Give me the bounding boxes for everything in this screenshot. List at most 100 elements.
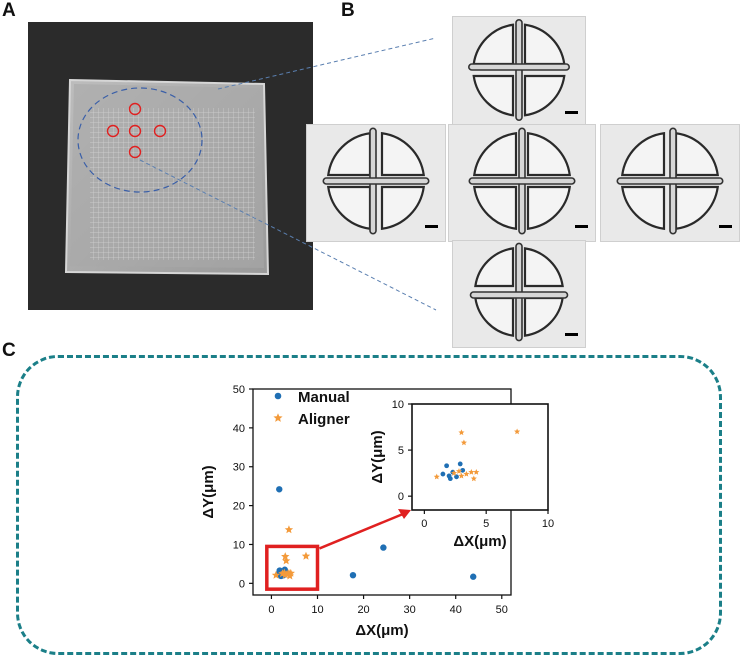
scale-bar <box>719 225 732 228</box>
point-aligner <box>301 551 311 560</box>
target-circles <box>106 102 167 159</box>
chamber <box>620 131 666 177</box>
micrograph-right <box>600 124 740 242</box>
x-tick-label: 50 <box>496 604 508 616</box>
main-y-axis-label: ΔY(μm) <box>200 465 217 518</box>
inset-point-manual <box>454 474 459 480</box>
scale-bar <box>565 111 578 114</box>
inset-point-manual <box>440 471 446 477</box>
chamber <box>474 296 515 337</box>
legend-aligner-label: Aligner <box>298 411 350 428</box>
channel-horizontal <box>468 177 576 185</box>
point-aligner <box>281 556 291 565</box>
scale-bar <box>575 225 588 228</box>
chamber <box>326 131 372 177</box>
chamber <box>526 185 572 231</box>
main-data-points <box>271 486 477 580</box>
inset-y-tick-label: 0 <box>398 491 404 503</box>
inset-point-aligner <box>460 439 467 446</box>
zoom-highlight-box <box>265 544 320 591</box>
inset-point-manual <box>446 473 452 479</box>
inset-scatter-chart: 0 5 10 0 5 10 ΔX(μm) ΔY(μm) <box>369 399 554 550</box>
channel-horizontal <box>468 63 571 71</box>
point-aligner <box>285 571 295 580</box>
panel-c-frame <box>16 355 722 655</box>
inset-point-aligner <box>458 429 465 436</box>
inset-x-tick-label: 10 <box>542 518 554 530</box>
channel-horizontal <box>322 177 430 185</box>
region-outline <box>77 87 203 193</box>
chamber <box>526 131 572 177</box>
inset-point-aligner <box>473 469 480 475</box>
main-x-axis-label: ΔX(μm) <box>355 622 408 639</box>
chamber <box>472 23 515 66</box>
y-tick-label: 40 <box>233 423 245 435</box>
chamber <box>523 247 564 288</box>
inset-point-aligner <box>463 470 470 477</box>
y-tick-label: 10 <box>233 539 245 551</box>
inset-point-manual <box>444 463 450 469</box>
chamber <box>472 185 518 231</box>
legend-manual-label: Manual <box>298 389 350 406</box>
chamber <box>523 296 564 337</box>
inset-x-tick-label: 0 <box>421 518 427 530</box>
callout-lines <box>139 37 437 311</box>
panel-label-b: B <box>341 0 355 21</box>
channel-horizontal <box>616 177 724 185</box>
scale-bar <box>425 225 438 228</box>
x-tick-label: 10 <box>311 604 323 616</box>
x-tick-label: 30 <box>404 604 416 616</box>
inset-point-manual <box>460 467 466 473</box>
point-aligner <box>281 570 290 579</box>
point-aligner <box>271 570 281 579</box>
inset-y-tick-label: 5 <box>398 445 404 457</box>
y-tick-label: 30 <box>233 462 245 474</box>
panel-label-a: A <box>2 0 16 21</box>
inset-point-aligner <box>433 473 440 480</box>
y-tick-label: 0 <box>239 578 245 590</box>
chip-photo <box>28 22 313 310</box>
point-manual <box>380 544 387 551</box>
chamber <box>674 131 720 177</box>
x-tick-label: 20 <box>357 604 369 616</box>
chamber <box>472 131 518 177</box>
inset-y-axis-label: ΔY(μm) <box>369 430 386 483</box>
inset-x-ticks: 0 5 10 <box>421 510 554 530</box>
chamber <box>523 23 566 66</box>
y-tick-label: 50 <box>233 384 245 396</box>
inset-y-ticks: 0 5 10 <box>392 399 412 503</box>
zoom-arrow <box>319 512 404 550</box>
inset-point-aligner <box>470 475 477 482</box>
chamber <box>674 185 720 231</box>
inset-y-tick-label: 10 <box>392 399 404 411</box>
point-aligner <box>281 552 290 561</box>
point-manual <box>276 486 283 493</box>
inset-point-aligner <box>514 428 521 435</box>
point-manual <box>470 573 477 580</box>
legend-manual-marker <box>274 392 282 400</box>
inset-plot-frame <box>411 403 549 511</box>
micrograph-left <box>306 124 446 242</box>
chamber <box>474 247 515 288</box>
point-aligner <box>284 525 294 534</box>
chamber <box>380 131 426 177</box>
chamber <box>472 74 515 117</box>
inset-data-points <box>433 428 521 482</box>
legend: Manual Aligner <box>273 389 350 428</box>
inset-point-aligner <box>450 469 458 476</box>
inset-x-axis-label: ΔX(μm) <box>453 533 506 550</box>
inset-x-tick-label: 5 <box>483 518 489 530</box>
inset-point-aligner <box>468 469 475 475</box>
micrograph-bottom <box>452 240 586 348</box>
chamber <box>523 74 566 117</box>
main-y-ticks: 0 10 20 30 40 50 <box>233 384 253 590</box>
x-tick-label: 0 <box>268 604 274 616</box>
channel-horizontal <box>469 291 569 299</box>
chamber <box>326 185 372 231</box>
y-tick-label: 20 <box>233 501 245 513</box>
legend-aligner-marker <box>273 413 283 422</box>
inset-point-manual <box>457 461 463 467</box>
